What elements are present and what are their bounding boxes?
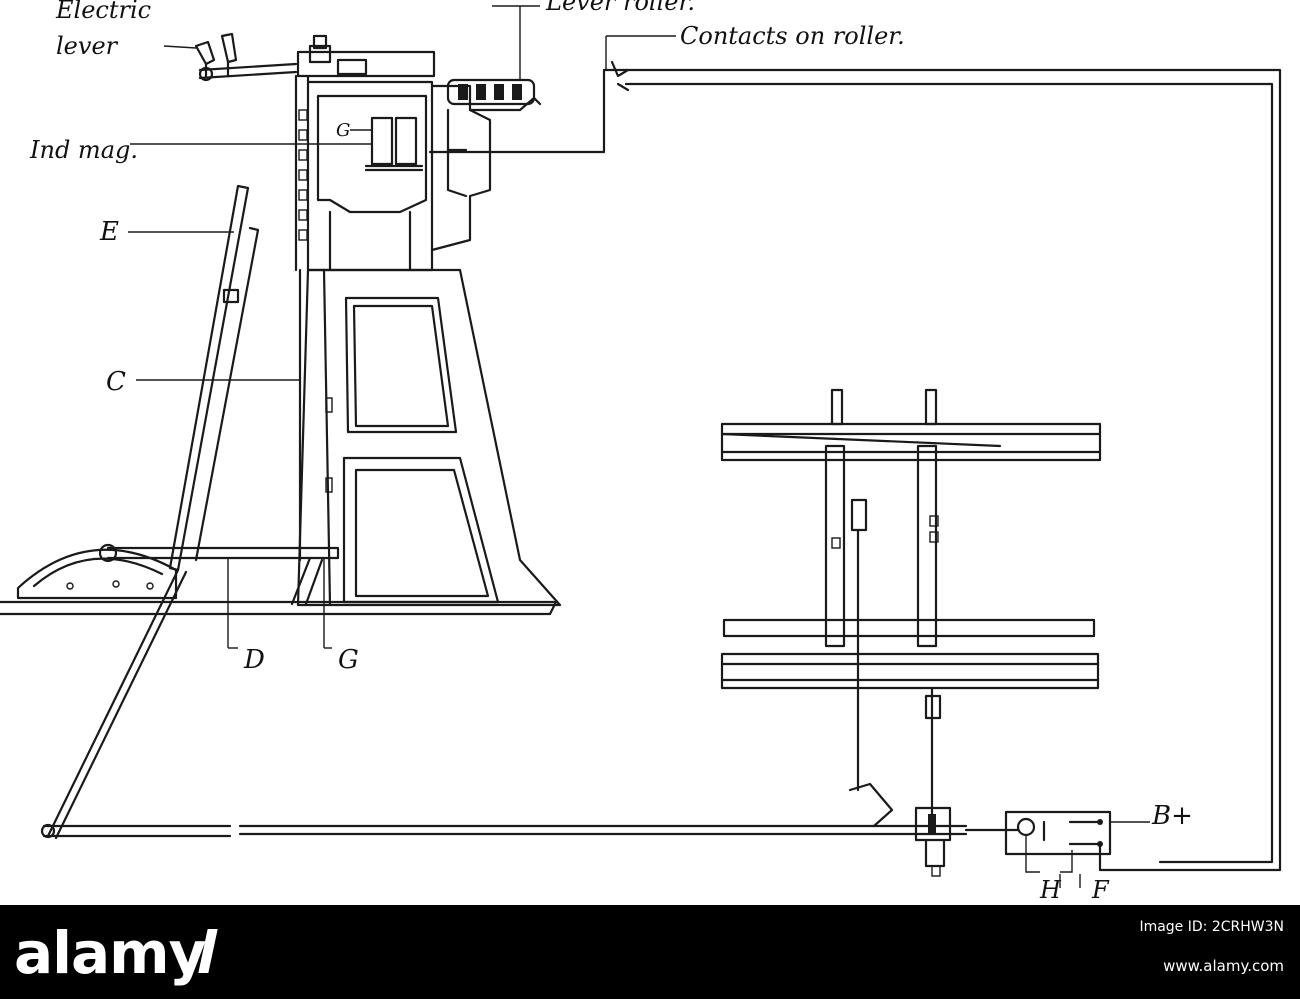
hand-lever-e xyxy=(46,184,260,840)
track-rails xyxy=(720,422,1102,690)
diagram-labels: Electric lever Lever roller. Contacts on… xyxy=(29,0,1193,904)
machine-tower xyxy=(294,34,542,272)
switch-rod xyxy=(40,782,968,839)
electric-lever-handle xyxy=(194,32,298,82)
label-ind-mag: Ind mag. xyxy=(29,136,138,164)
interlocking-machine-diagram: Electric lever Lever roller. Contacts on… xyxy=(0,0,1282,904)
label-e: E xyxy=(99,217,119,247)
watermark-footer: alamy Image ID: 2CRHW3N www.alamy.com xyxy=(0,905,1300,999)
label-d: D xyxy=(243,645,265,675)
machine-pedestal xyxy=(0,268,562,616)
label-g-magnet: G xyxy=(336,120,350,141)
switch-ties xyxy=(824,388,952,877)
brand-logo: alamy xyxy=(14,919,206,987)
lever-roller xyxy=(446,5,540,106)
lever-quadrant xyxy=(16,548,178,600)
label-electric-lever-line2: lever xyxy=(56,32,119,60)
image-url: www.alamy.com xyxy=(1163,957,1284,975)
label-b-plus: B+ xyxy=(1151,801,1193,831)
label-g: G xyxy=(338,645,359,675)
label-f: F xyxy=(1091,876,1110,904)
label-contacts-on-roller: Contacts on roller. xyxy=(680,22,905,50)
label-h: H xyxy=(1039,876,1062,904)
label-c: C xyxy=(106,367,126,397)
indication-magnet xyxy=(364,116,424,172)
label-lever-roller: Lever roller. xyxy=(545,0,695,16)
image-id: Image ID: 2CRHW3N xyxy=(1139,919,1284,935)
label-electric-lever-line1: Electric xyxy=(55,0,151,24)
rod-d xyxy=(98,543,340,649)
circuit-wiring xyxy=(428,60,1282,873)
